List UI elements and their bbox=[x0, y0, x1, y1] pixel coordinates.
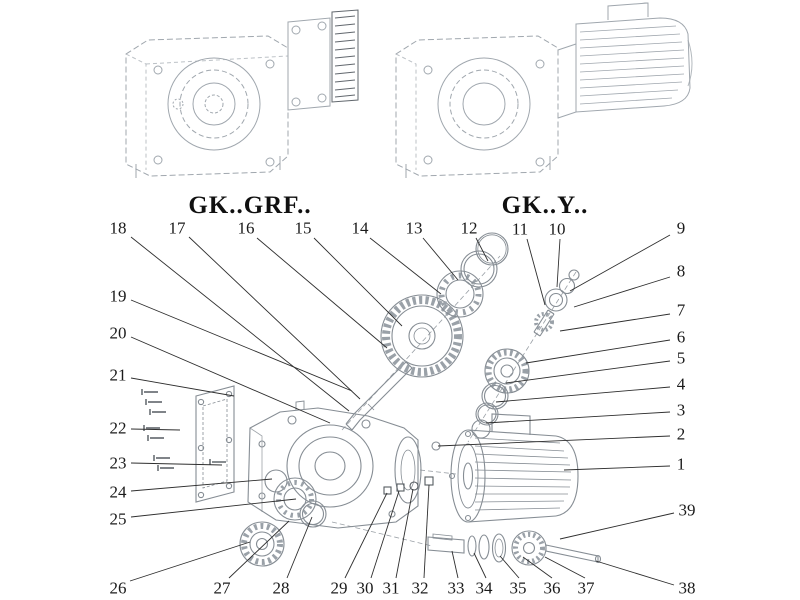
leader-line-25 bbox=[130, 498, 297, 518]
leader-line-20 bbox=[130, 336, 331, 424]
mounting-flange bbox=[195, 385, 235, 503]
leader-line-12 bbox=[475, 237, 489, 262]
leader-line-16 bbox=[256, 237, 388, 349]
leader-line-26 bbox=[129, 541, 251, 582]
leader-line-11 bbox=[526, 238, 546, 306]
leader-line-19 bbox=[130, 299, 353, 392]
leader-line-33 bbox=[451, 550, 459, 579]
leader-line-6 bbox=[525, 339, 671, 364]
drawing-gk-y bbox=[395, 2, 693, 178]
leader-line-31 bbox=[395, 488, 414, 579]
leader-line-10 bbox=[556, 238, 561, 288]
leader-line-3 bbox=[485, 411, 671, 424]
leader-line-29 bbox=[344, 492, 388, 579]
leader-line-15 bbox=[313, 237, 403, 327]
leader-lines bbox=[129, 234, 675, 586]
leader-line-5 bbox=[505, 360, 671, 384]
spacer-rings bbox=[471, 382, 509, 439]
leader-line-38 bbox=[595, 560, 675, 586]
motor bbox=[431, 413, 579, 523]
retaining-rings bbox=[460, 232, 509, 288]
leader-line-4 bbox=[495, 386, 671, 403]
leader-line-39 bbox=[559, 512, 675, 540]
leader-line-9 bbox=[569, 234, 671, 292]
leader-line-13 bbox=[422, 237, 459, 281]
leader-line-35 bbox=[499, 555, 520, 579]
leader-line-14 bbox=[369, 237, 442, 295]
input-flange-plate bbox=[287, 17, 331, 111]
leader-line-17 bbox=[188, 236, 361, 400]
ball-bearing bbox=[436, 270, 484, 318]
large-gear bbox=[380, 294, 464, 378]
small-gear bbox=[484, 348, 530, 394]
variant-title-y: GK..Y.. bbox=[501, 192, 589, 219]
leader-line-2 bbox=[437, 435, 671, 447]
exploded-assembly bbox=[141, 232, 602, 567]
leader-line-22 bbox=[130, 428, 181, 431]
pinion-set bbox=[533, 269, 580, 337]
leader-line-7 bbox=[559, 313, 671, 332]
variant-title-grf: GK..GRF.. bbox=[188, 192, 312, 219]
small-fasteners bbox=[383, 476, 434, 495]
leader-line-24 bbox=[130, 478, 273, 492]
leader-line-23 bbox=[130, 462, 223, 466]
leader-line-32 bbox=[423, 484, 430, 579]
gear-housing bbox=[247, 400, 422, 529]
leader-line-30 bbox=[370, 490, 400, 579]
leader-line-27 bbox=[228, 520, 290, 579]
leader-line-1 bbox=[563, 465, 671, 471]
leader-line-37 bbox=[544, 556, 586, 579]
motor-drawing bbox=[557, 2, 693, 119]
finned-cover bbox=[331, 9, 359, 103]
bottom-gear bbox=[239, 521, 285, 567]
leader-line-34 bbox=[473, 552, 487, 579]
axis-lines bbox=[331, 255, 577, 547]
lower-bearing-set bbox=[264, 469, 327, 528]
drawing-gk-grf bbox=[125, 9, 359, 178]
leader-line-28 bbox=[286, 516, 313, 579]
leader-line-36 bbox=[522, 556, 553, 579]
fastener-bolts bbox=[141, 389, 226, 471]
leader-line-21 bbox=[130, 377, 235, 397]
leader-line-8 bbox=[573, 276, 671, 308]
leader-line-18 bbox=[130, 236, 350, 412]
